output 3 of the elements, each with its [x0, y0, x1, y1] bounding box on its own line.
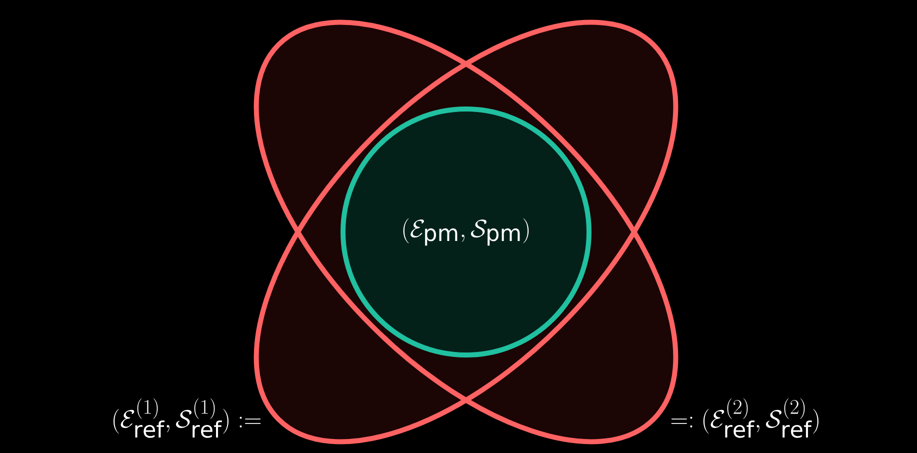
circle-outline: $(\mathcal{E}_{\mathrm{pm}}, \mathcal{S}_{\mathrm{pm}})$	[340, 106, 592, 358]
formula-label: $=: (\mathcal{E}_{\mathrm{ref}}^{(2)}, \mathcal{S}_{\mathrm{ref}}^{(2)})$	[671, 398, 818, 438]
formula-label: $(\mathcal{E}_{\mathrm{ref}}^{(1)}, \mathcal{S}_{\mathrm{ref}}^{(1)}) :=$	[114, 398, 261, 438]
